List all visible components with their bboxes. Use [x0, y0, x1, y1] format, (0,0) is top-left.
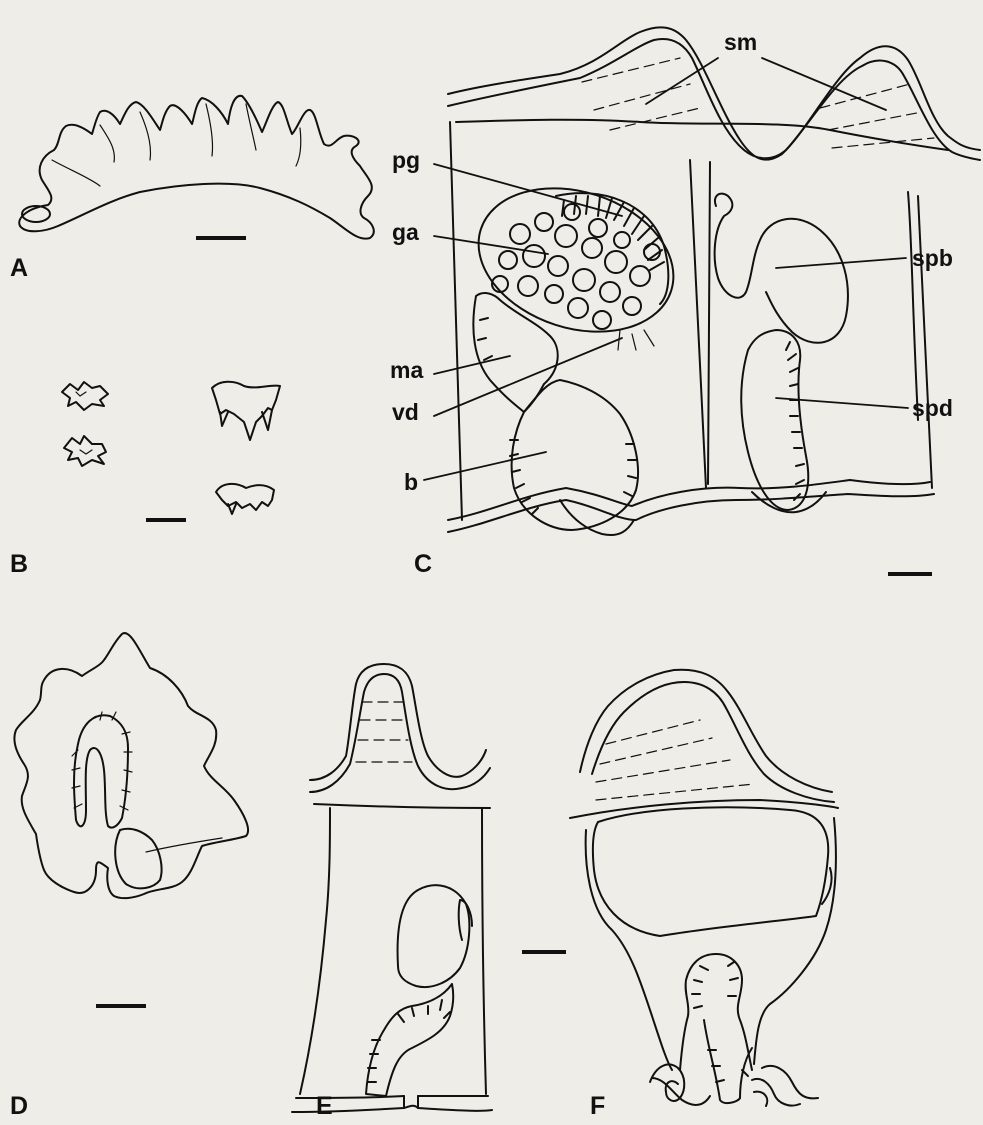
- label-pg: pg: [392, 147, 420, 173]
- label-b: b: [404, 469, 418, 495]
- panel-e-label: E: [316, 1092, 333, 1120]
- label-ga: ga: [392, 219, 419, 245]
- panel-d-specimen: [14, 633, 248, 1006]
- panel-a-label: A: [10, 254, 28, 282]
- panel-b-sclerites: [62, 382, 280, 520]
- label-ma: ma: [390, 357, 423, 383]
- label-vd: vd: [392, 399, 419, 425]
- label-spd: spd: [912, 395, 953, 421]
- panel-e-anatomy: [292, 664, 566, 1112]
- panel-b-sclerite-2: [64, 436, 106, 466]
- panel-b-sclerite-3: [212, 382, 280, 440]
- gland-texture: [492, 204, 660, 329]
- panel-b-label: B: [10, 550, 28, 578]
- panel-b-sclerite-1: [62, 382, 108, 410]
- label-sm: sm: [724, 29, 757, 55]
- panel-c-label: C: [414, 550, 432, 578]
- label-spb: spb: [912, 245, 953, 271]
- panel-c-anatomy: [424, 27, 980, 574]
- panel-f-label: F: [590, 1092, 605, 1120]
- panel-d-label: D: [10, 1092, 28, 1120]
- panel-b-sclerite-4: [216, 484, 274, 510]
- panel-a-specimen: [19, 96, 374, 239]
- panel-f-anatomy: [570, 670, 838, 1106]
